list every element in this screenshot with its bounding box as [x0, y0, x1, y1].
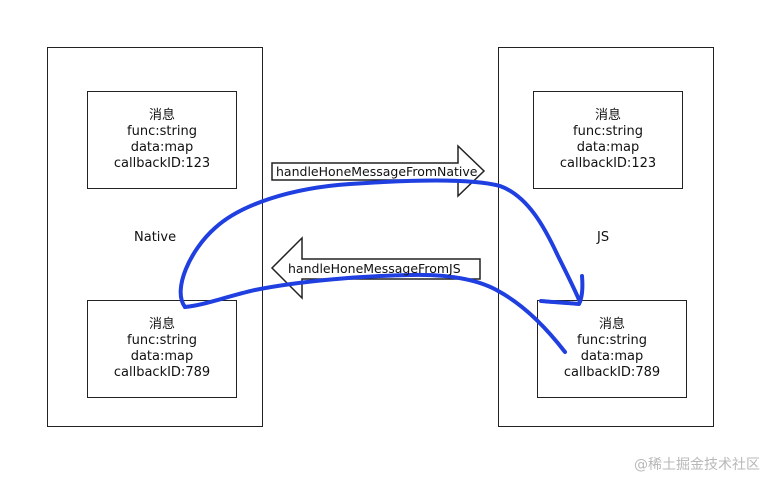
message-title: 消息 — [594, 108, 621, 123]
annotation-stroke-return — [183, 272, 567, 354]
message-callback: callbackID:789 — [113, 365, 211, 380]
message-title: 消息 — [148, 317, 175, 332]
arrow-to-native-label: handleHoneMessageFromJS — [288, 261, 461, 276]
native-message-top: 消息 func:string data:map callbackID:123 — [87, 91, 237, 189]
js-label: JS — [597, 230, 610, 245]
message-data: data:map — [580, 349, 644, 364]
message-data: data:map — [130, 349, 194, 364]
js-message-top: 消息 func:string data:map callbackID:123 — [533, 91, 683, 189]
message-callback: callbackID:789 — [563, 365, 661, 380]
message-func: func:string — [573, 124, 643, 139]
message-func: func:string — [127, 124, 197, 139]
message-func: func:string — [577, 333, 647, 348]
message-data: data:map — [576, 140, 640, 155]
annotation-stroke-hook — [539, 274, 585, 306]
native-message-bottom: 消息 func:string data:map callbackID:789 — [87, 300, 237, 398]
message-data: data:map — [130, 140, 194, 155]
arrow-to-js-label: handleHoneMessageFromNative — [276, 164, 478, 179]
native-label: Native — [134, 230, 177, 245]
watermark: @稀土掘金技术社区 — [634, 457, 760, 473]
message-title: 消息 — [598, 317, 625, 332]
message-func: func:string — [127, 333, 197, 348]
annotation-stroke-outbound — [178, 178, 581, 309]
message-callback: callbackID:123 — [113, 156, 211, 171]
message-callback: callbackID:123 — [559, 156, 657, 171]
message-title: 消息 — [148, 108, 175, 123]
